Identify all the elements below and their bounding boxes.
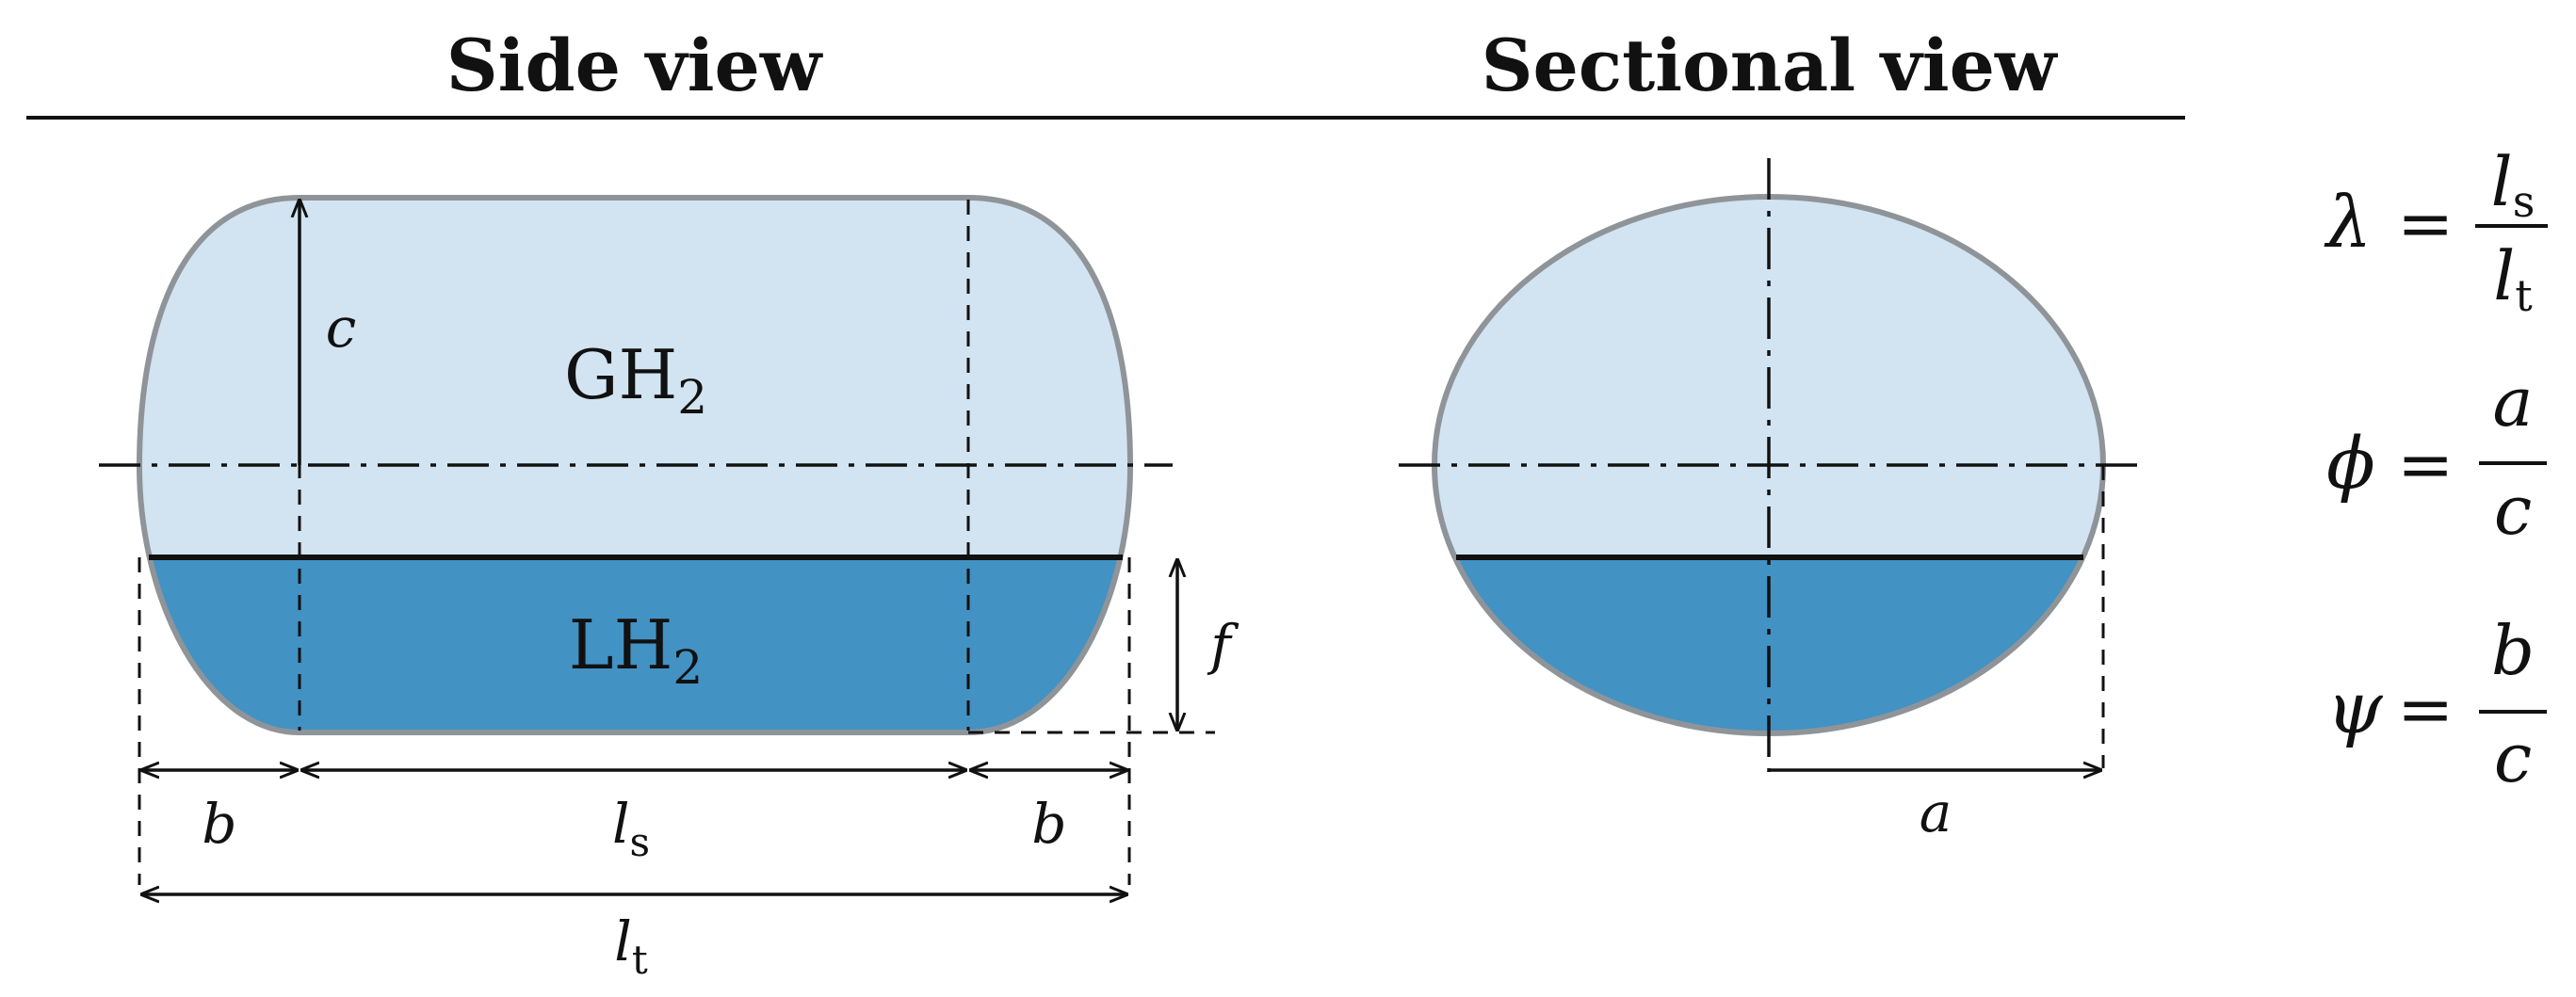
sectional-liquid-region [1434, 557, 2103, 733]
equation-phi: ϕ = a c [2326, 362, 2547, 550]
liquid-phase-label: LH2 [569, 605, 703, 695]
psi-numerator: b [2491, 611, 2535, 690]
lambda-numerator: ls [2491, 142, 2535, 227]
lt-label: lt [614, 909, 648, 983]
phi-denominator: c [2494, 471, 2532, 550]
side-view-tank [136, 195, 1134, 735]
liquid-region [139, 557, 1130, 732]
b-right-label: b [1031, 792, 1066, 856]
c-label: c [326, 296, 356, 360]
psi-denominator: c [2494, 718, 2532, 797]
sectional-view-heading: Sectional view [1482, 24, 2058, 107]
lambda-equals: = [2397, 184, 2454, 263]
lambda-denominator: lt [2493, 236, 2533, 321]
equation-psi: ψ = b c [2326, 611, 2547, 797]
side-view-heading: Side view [446, 24, 823, 107]
gas-phase-label: GH2 [564, 335, 707, 425]
b-left-label: b [202, 792, 236, 856]
ls-label: ls [612, 792, 650, 865]
a-label: a [1920, 780, 1952, 844]
psi-symbol: ψ [2326, 666, 2384, 749]
phi-equals: = [2397, 425, 2454, 504]
sectional-view-tank [1432, 194, 2106, 736]
equation-lambda: λ = ls lt [2324, 142, 2548, 321]
phi-numerator: a [2493, 362, 2534, 442]
lambda-symbol: λ [2324, 180, 2372, 264]
f-label: f [1207, 613, 1239, 677]
phi-symbol: ϕ [2326, 421, 2375, 505]
psi-equals: = [2397, 669, 2454, 748]
